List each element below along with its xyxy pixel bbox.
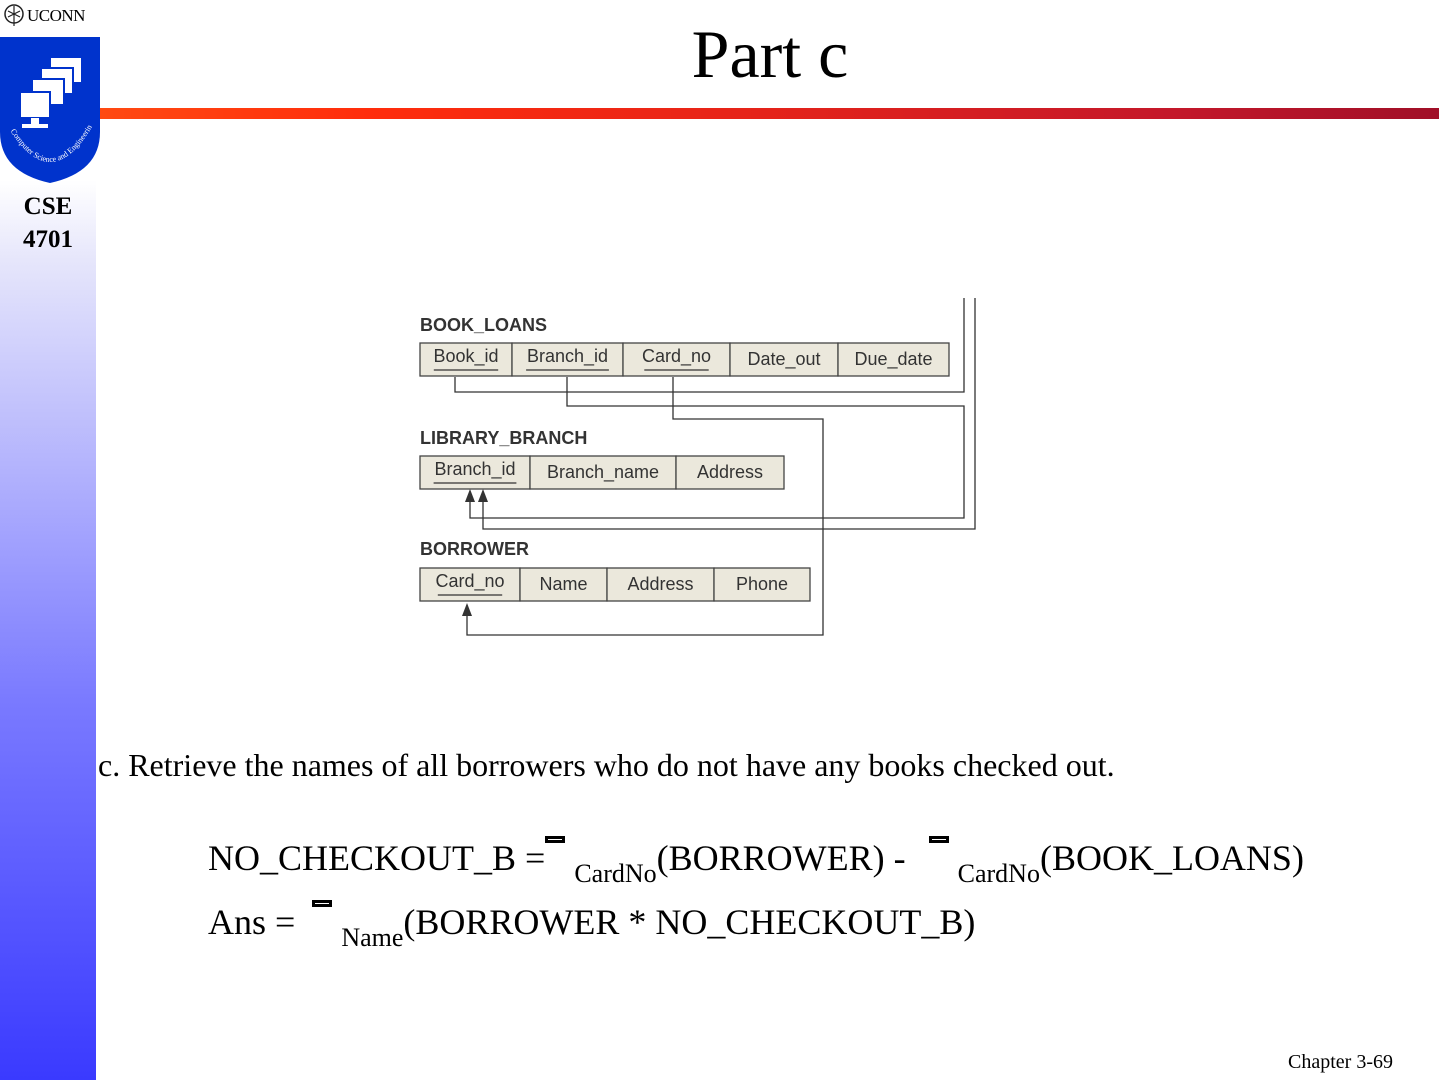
column-book-loans-branch-id: Branch_id (527, 346, 608, 367)
arrowheads (462, 489, 488, 616)
slide-title: Part c (691, 16, 849, 92)
fk-line-card-no (466, 377, 824, 636)
schema-cell (675, 455, 785, 490)
eq2-subscript: Name (341, 923, 404, 952)
column-borrower-address: Address (627, 574, 693, 594)
schema-cell (837, 342, 950, 377)
schema-cell (606, 567, 715, 602)
course-code-line2: 4701 (23, 226, 73, 253)
schema-cell (729, 342, 839, 377)
column-book-loans-date-out: Date_out (747, 349, 820, 370)
projection-symbol-icon (545, 836, 566, 843)
fk-line-book-id (454, 298, 965, 393)
equation-answer: Ans = Name(BORROWER * NO_CHECKOUT_B) (208, 900, 976, 952)
cse-shield-logo: Computer Science and Engineering (0, 37, 100, 183)
eq1-arg-1: (BORROWER) - (656, 838, 906, 878)
column-library-branch-branch-name: Branch_name (547, 462, 659, 483)
eq1-subscript-1: CardNo (574, 859, 657, 888)
uconn-logo: UCONN (3, 3, 85, 29)
column-library-branch-branch-id: Branch_id (434, 459, 515, 480)
table-name-book-loans: BOOK_LOANS (420, 315, 547, 335)
arrowhead-icon (462, 603, 472, 616)
arrowhead-icon (478, 489, 488, 502)
column-book-loans-book-id: Book_id (433, 346, 498, 367)
title-underline-bar (100, 108, 1439, 119)
slide-footer: Chapter 3-69 (1288, 1051, 1393, 1073)
column-borrower-name: Name (539, 574, 587, 594)
projection-symbol-icon (928, 836, 949, 843)
column-library-branch-address: Address (697, 462, 763, 482)
foreign-key-arrows (454, 298, 976, 636)
schema-cell (529, 455, 677, 490)
table-name-borrower: BORROWER (420, 539, 529, 559)
sidebar: UCONN Computer Science and Engineering C… (0, 0, 100, 1080)
fk-line-outer (482, 298, 976, 530)
arrowhead-icon (465, 489, 475, 502)
oak-leaf-icon (4, 4, 24, 26)
eq1-lhs: NO_CHECKOUT_B = (208, 838, 546, 878)
eq1-subscript-2: CardNo (957, 859, 1040, 888)
eq1-arg-2: (BOOK_LOANS) (1039, 838, 1304, 878)
course-code-line1: CSE (23, 193, 73, 220)
column-book-loans-due-date: Due_date (854, 349, 932, 370)
column-borrower-card-no: Card_no (435, 571, 504, 592)
question-text: c. Retrieve the names of all borrowers w… (98, 747, 1115, 783)
equation-no-checkout: NO_CHECKOUT_B = CardNo(BORROWER) - CardN… (208, 836, 1304, 888)
column-book-loans-card-no: Card_no (642, 346, 711, 367)
schema-cell (419, 567, 521, 602)
table-name-library-branch: LIBRARY_BRANCH (420, 428, 587, 448)
course-code: CSE 4701 (0, 190, 96, 256)
uconn-logo-text: UCONN (27, 6, 85, 25)
schema-cell (713, 567, 811, 602)
eq2-lhs: Ans = (208, 902, 296, 942)
column-borrower-phone: Phone (736, 574, 788, 594)
fk-line-branch-id (469, 377, 965, 519)
projection-symbol-icon (312, 900, 333, 907)
eq2-arg: (BORROWER * NO_CHECKOUT_B) (403, 902, 976, 942)
